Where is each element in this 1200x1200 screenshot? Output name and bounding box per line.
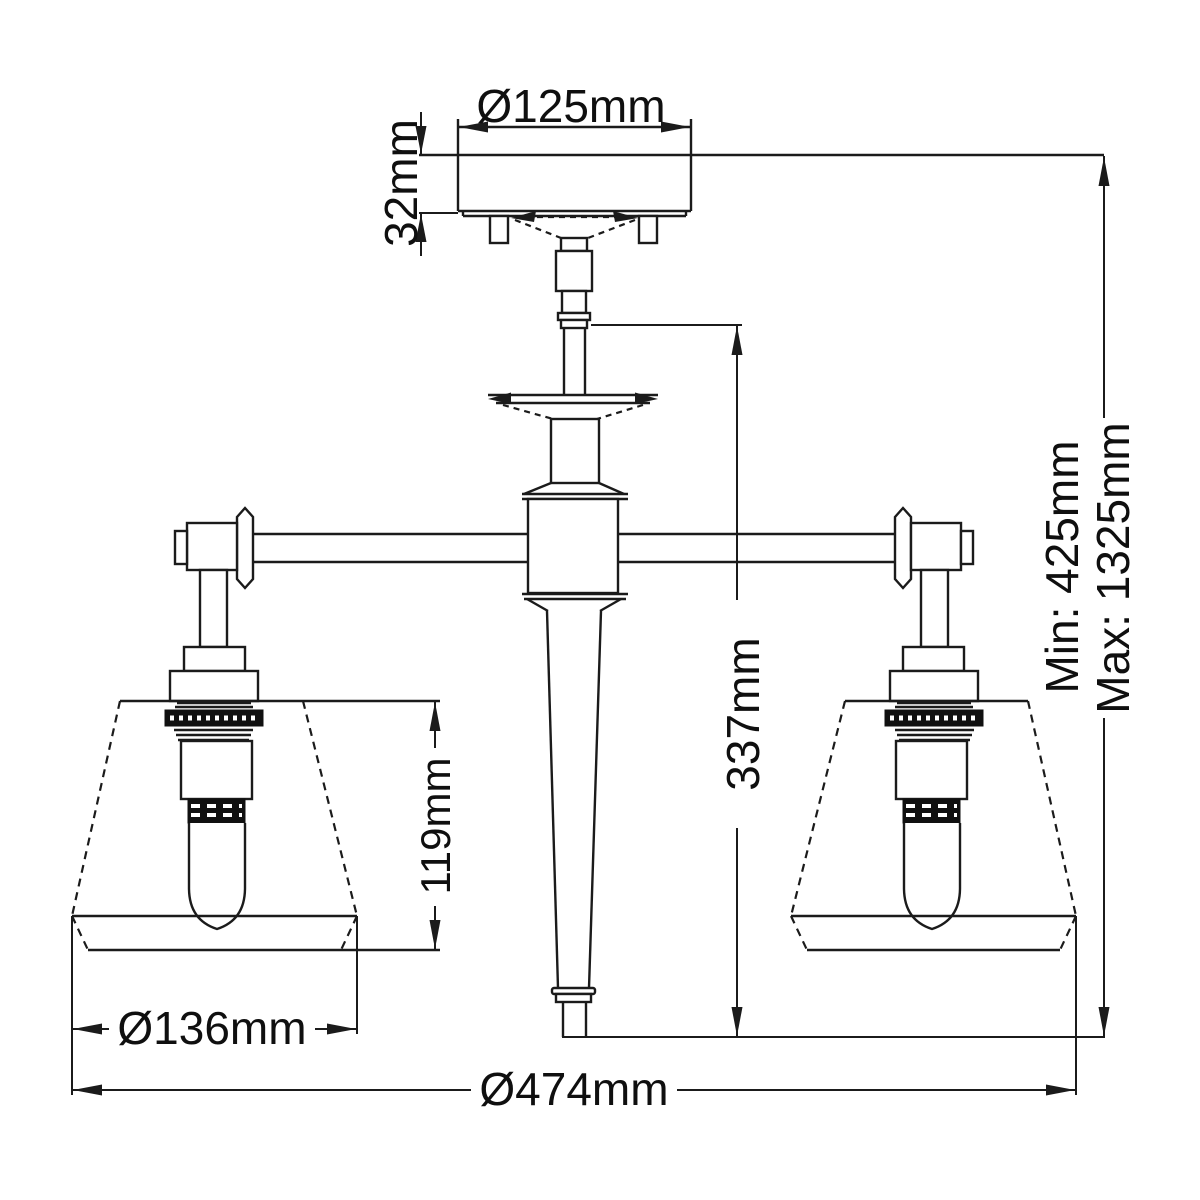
- label-canopy-height: 32mm: [375, 119, 427, 247]
- overall-diameter-label-mask: [471, 1065, 677, 1112]
- center-hub: [522, 417, 628, 613]
- body-drop-label-mask: [714, 600, 761, 828]
- right-bulb: [902, 798, 962, 931]
- center-spike: [545, 610, 603, 1037]
- ceiling-canopy: [456, 119, 693, 245]
- right-arm: [618, 506, 975, 649]
- label-overall-diameter: Ø474mm: [479, 1063, 668, 1115]
- left-socket: [164, 645, 264, 801]
- label-body-drop: 337mm: [717, 637, 769, 790]
- label-min-height: Min: 425mm: [1036, 440, 1088, 693]
- left-bulb: [187, 798, 247, 931]
- left-arm: [173, 506, 528, 649]
- dimension-canopy-diameter: [459, 121, 690, 133]
- right-shade: [789, 699, 1078, 952]
- shade-diameter-label-mask: [109, 1006, 315, 1052]
- label-shade-height: 119mm: [412, 758, 459, 895]
- dimension-canopy-height: [415, 112, 458, 256]
- shade-height-label-mask: [408, 748, 452, 906]
- canopy-cone-hidden-edge: [511, 211, 638, 240]
- stem-saucer-disc: [488, 392, 658, 421]
- label-max-height: Max: 1325mm: [1087, 422, 1139, 713]
- upper-stem: [554, 236, 594, 395]
- label-canopy-diameter: Ø125mm: [476, 80, 665, 132]
- right-socket: [884, 645, 984, 801]
- left-shade: [70, 699, 440, 952]
- label-shade-diameter: Ø136mm: [117, 1002, 306, 1054]
- max-label-mask: [1083, 418, 1131, 718]
